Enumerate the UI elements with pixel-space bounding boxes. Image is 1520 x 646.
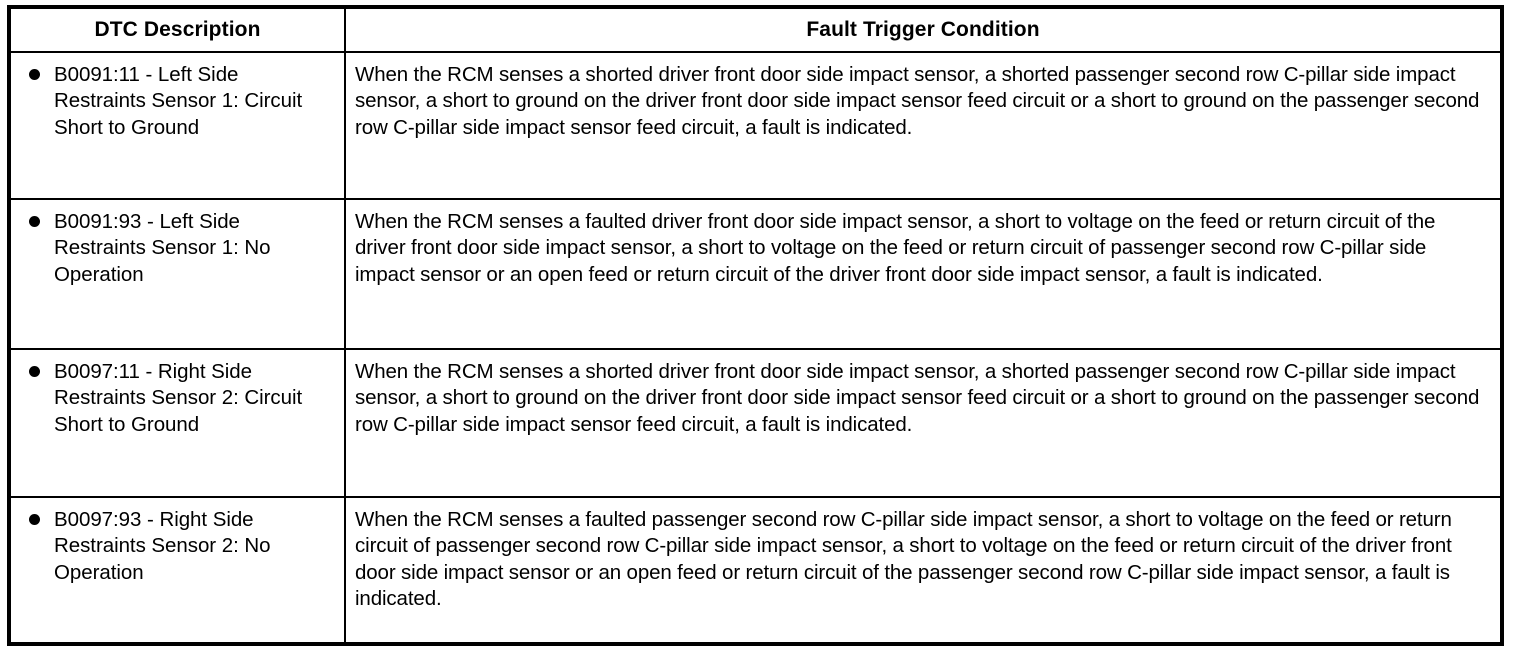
fault-condition-text: When the RCM senses a shorted driver fro… xyxy=(355,63,1480,139)
table-row: B0097:11 - Right Side Restraints Sensor … xyxy=(8,348,1503,499)
bullet-dot-icon xyxy=(29,216,40,228)
dtc-code-label: B0097:11 - Right Side Restraints Sensor … xyxy=(54,360,303,436)
bulleted-item: B0091:11 - Left Side Restraints Sensor 1… xyxy=(29,62,338,141)
fault-condition-text: When the RCM senses a shorted driver fro… xyxy=(355,360,1480,436)
bullet-dot-icon xyxy=(29,514,40,526)
table-row: B0097:93 - Right Side Restraints Sensor … xyxy=(8,496,1503,646)
table-header: DTC Description Fault Trigger Condition xyxy=(8,5,1503,54)
bullet-dot-icon xyxy=(29,366,40,378)
dtc-description-cell: B0091:11 - Left Side Restraints Sensor 1… xyxy=(8,51,346,201)
bullet-dot-icon xyxy=(29,69,40,81)
dtc-code-label: B0091:11 - Left Side Restraints Sensor 1… xyxy=(54,63,303,139)
dtc-description-cell: B0097:93 - Right Side Restraints Sensor … xyxy=(8,496,346,646)
dtc-fault-table: DTC Description Fault Trigger Condition … xyxy=(7,5,1504,646)
dtc-code-label: B0091:93 - Left Side Restraints Sensor 1… xyxy=(54,210,271,286)
table-body: B0091:11 - Left Side Restraints Sensor 1… xyxy=(8,51,1503,646)
bulleted-item: B0097:11 - Right Side Restraints Sensor … xyxy=(29,359,338,438)
fault-condition-cell: When the RCM senses a faulted passenger … xyxy=(344,496,1503,646)
table-row: B0091:11 - Left Side Restraints Sensor 1… xyxy=(8,51,1503,201)
dtc-code-label: B0097:93 - Right Side Restraints Sensor … xyxy=(54,508,271,584)
fault-condition-text: When the RCM senses a faulted driver fro… xyxy=(355,210,1436,286)
table-header-row: DTC Description Fault Trigger Condition xyxy=(8,5,1503,54)
fault-condition-cell: When the RCM senses a faulted driver fro… xyxy=(344,198,1503,351)
bulleted-item: B0091:93 - Left Side Restraints Sensor 1… xyxy=(29,209,338,288)
bulleted-item: B0097:93 - Right Side Restraints Sensor … xyxy=(29,507,338,586)
fault-condition-cell: When the RCM senses a shorted driver fro… xyxy=(344,51,1503,201)
table-row: B0091:93 - Left Side Restraints Sensor 1… xyxy=(8,198,1503,351)
fault-condition-text: When the RCM senses a faulted passenger … xyxy=(355,508,1452,611)
dtc-description-cell: B0097:11 - Right Side Restraints Sensor … xyxy=(8,348,346,499)
fault-condition-cell: When the RCM senses a shorted driver fro… xyxy=(344,348,1503,499)
column-header-dtc-description: DTC Description xyxy=(8,5,346,54)
document-page: DTC Description Fault Trigger Condition … xyxy=(7,5,1504,646)
dtc-description-cell: B0091:93 - Left Side Restraints Sensor 1… xyxy=(8,198,346,351)
column-header-fault-trigger-condition: Fault Trigger Condition xyxy=(344,5,1503,54)
